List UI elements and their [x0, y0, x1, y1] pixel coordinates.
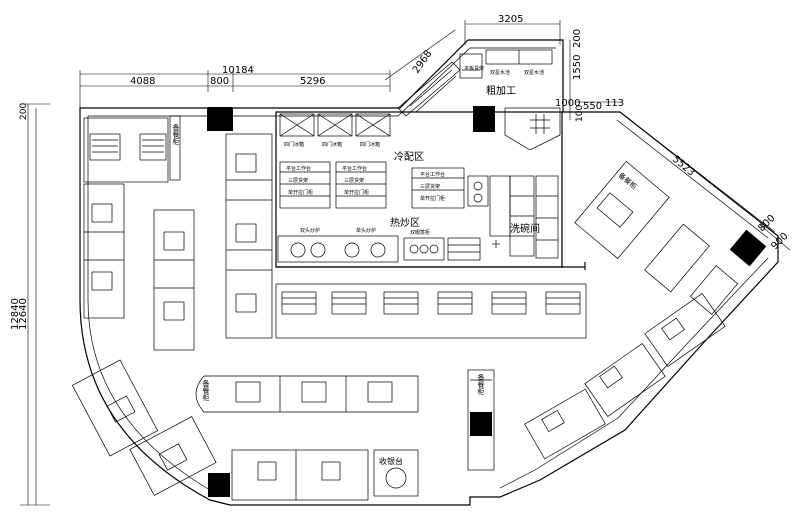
dimension-lines [20, 20, 791, 506]
structural-columns [207, 106, 767, 497]
dim-diag: 2968 [411, 48, 435, 75]
equip-stove-a: 双头炒炉 [300, 227, 320, 234]
equip-fridge-c: 四门冰箱 [360, 141, 380, 148]
dim-top-col: 800 [210, 76, 229, 87]
zone-side-cabinet-right: 备餐柜 [617, 171, 639, 191]
equip-bench-b: 平台工作台 [342, 165, 367, 172]
dim-top-total: 10184 [222, 65, 254, 76]
dim-left-b: 12640 [18, 298, 29, 330]
dim-right-a: 200 [572, 29, 583, 48]
equip-cab-a: 单开拉门柜 [288, 189, 313, 196]
dim-right-f: 100 [575, 105, 585, 122]
equip-shelf-b: 三层货架 [344, 177, 364, 184]
equip-stove-b: 单头炒炉 [356, 227, 376, 234]
equip-shelf-c: 三层货架 [420, 183, 440, 190]
dim-diag-right: 5523 [670, 154, 697, 179]
zone-side-cabinet-island: 备餐柜 [202, 379, 210, 402]
equip-steam: 双眼蒸柜 [410, 229, 430, 236]
equip-cab-c: 单开拉门柜 [420, 195, 445, 202]
dim-right-d: 550 [583, 101, 602, 112]
dim-right-e: 113 [605, 98, 624, 109]
zone-cashier: 收银台 [379, 456, 403, 466]
column-top [207, 107, 233, 131]
dim-right-b: 1550 [572, 55, 583, 80]
zone-cold-kitchen: 冷配区 [394, 150, 424, 163]
zone-side-cabinet-mid: 备餐柜 [477, 373, 485, 396]
dim-top-left: 4088 [130, 76, 155, 87]
column-mid [470, 412, 492, 436]
equip-shelf-a: 三层货架 [288, 177, 308, 184]
dim-col-a: 800 [756, 213, 777, 234]
outer-walls [79, 39, 779, 506]
zone-wash: 洗碗间 [510, 222, 540, 235]
dim-right-c: 1000 [555, 98, 580, 109]
equip-sink-a: 双星水池 [490, 69, 510, 76]
column-rough [473, 106, 495, 132]
dim-col-b: 900 [769, 231, 790, 252]
equip-fridge-b: 四门冰箱 [322, 141, 342, 148]
area-labels: 备餐柜 备餐柜 备餐柜 备餐柜 收银台 [172, 123, 639, 466]
zone-rough-process: 粗加工 [486, 85, 516, 97]
zone-hot-kitchen: 热炒区 [390, 216, 420, 229]
equip-fridge-a: 四门冰箱 [284, 141, 304, 148]
dim-top-mid: 5296 [300, 76, 325, 87]
dimension-labels: 10184 4088 800 5296 2968 3205 200 1550 1… [10, 14, 791, 330]
equip-shelf-d: 平板货架 [464, 65, 484, 72]
equip-cab-b: 单开拉门柜 [344, 189, 369, 196]
dim-left-c: 200 [19, 103, 29, 120]
equip-bench-a: 平台工作台 [286, 165, 311, 172]
booths [71, 115, 739, 501]
kitchen-block: 四门冰箱 四门冰箱 四门冰箱 平台工作台 平台工作台 平台工作台 三层货架 三层… [275, 49, 586, 270]
equip-sink-b: 双星水池 [524, 69, 544, 76]
equip-bench-c: 平台工作台 [420, 171, 445, 178]
column-bottom [208, 473, 230, 497]
dim-left-a: 12840 [10, 298, 21, 330]
zone-side-cabinet-left: 备餐柜 [172, 123, 180, 146]
column-right [729, 229, 767, 267]
dim-top-right: 3205 [498, 14, 523, 25]
